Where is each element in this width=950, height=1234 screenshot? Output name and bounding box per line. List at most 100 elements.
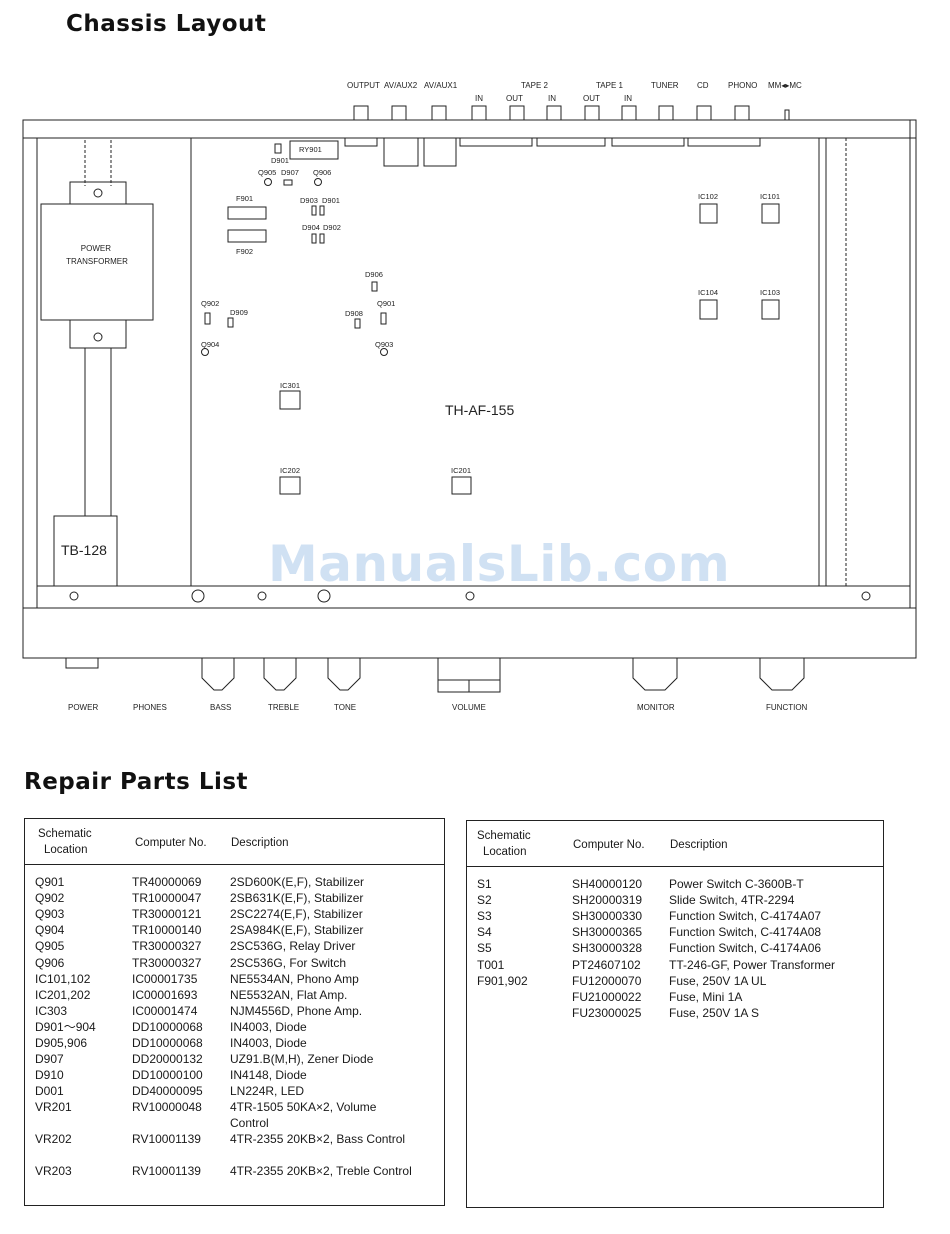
cell-computer-no: SH20000319 xyxy=(572,893,643,908)
cell-computer-no: FU23000025 xyxy=(572,1005,642,1020)
cell-description: 2SB631K(E,F), Stabilizer xyxy=(230,891,364,906)
cell-description: Slide Switch, 4TR-2294 xyxy=(669,893,795,908)
cell-location: IC101,102 xyxy=(35,971,91,986)
component-label: D908 xyxy=(345,309,363,318)
component-label: D909 xyxy=(230,308,248,317)
header-computer-no: Computer No. xyxy=(573,839,645,851)
chassis-layout-title: Chassis Layout xyxy=(66,11,267,37)
cell-location: D001 xyxy=(35,1084,64,1099)
cell-description: Fuse, 250V 1A S xyxy=(669,1005,760,1020)
header-description: Description xyxy=(231,837,289,849)
cell-location: Q901 xyxy=(35,875,65,889)
terminal-block-label: TB-128 xyxy=(61,542,107,558)
cell-computer-no: SH30000328 xyxy=(572,941,643,956)
cell-location: Q904 xyxy=(35,923,65,938)
repair-parts-list-title: Repair Parts List xyxy=(24,769,249,795)
component-label: Q902 xyxy=(201,299,219,308)
component-label: D906 xyxy=(365,270,383,279)
rear-label-tape2-in: IN xyxy=(475,94,483,103)
component-label: Q904 xyxy=(201,340,219,349)
cell-computer-no: DD10000100 xyxy=(132,1068,203,1083)
cell-location: D905,906 xyxy=(35,1036,88,1050)
cell-location: VR203 xyxy=(35,1164,72,1179)
cell-location: IC201,202 xyxy=(35,987,91,1002)
cell-description: 2SC2274(E,F), Stabilizer xyxy=(230,907,363,922)
cell-location: Q903 xyxy=(35,907,65,922)
cell-location: S4 xyxy=(477,925,492,940)
parts-table-right: Schematic Location Computer No. Descript… xyxy=(466,820,884,1208)
cell-location: Q906 xyxy=(35,955,65,970)
component-label: D903 xyxy=(300,196,318,205)
rear-label-av-aux1: AV/AUX1 xyxy=(424,81,458,90)
chassis-diagram: OUTPUT AV/AUX2 AV/AUX1 IN TAPE 2 OUT IN … xyxy=(22,81,917,712)
header-location-1: Schematic xyxy=(477,830,531,842)
cell-description: Function Switch, C-4174A06 xyxy=(669,941,822,956)
component-label: D907 xyxy=(281,168,299,177)
cell-computer-no: RV10000048 xyxy=(132,1100,202,1115)
power-transformer-label: POWER TRANSFORMER xyxy=(66,244,128,266)
cell-location: T001 xyxy=(477,957,505,972)
cell-description: NE5534AN, Phono Amp xyxy=(230,971,359,986)
component-label: IC201 xyxy=(451,466,471,475)
cell-description: Fuse, Mini 1A xyxy=(669,989,743,1004)
cell-description: 2SD600K(E,F), Stabilizer xyxy=(230,875,365,889)
rear-label-tape1-out: OUT xyxy=(583,94,600,103)
cell-description: Power Switch C-3600B-T xyxy=(669,877,804,891)
cell-computer-no: TR30000327 xyxy=(132,939,202,954)
component-label: F901 xyxy=(236,194,253,203)
cell-description: NJM4556D, Phone Amp. xyxy=(230,1003,363,1018)
cell-computer-no: TR30000327 xyxy=(132,955,202,970)
cell-location: VR201 xyxy=(35,1100,72,1115)
cell-description: IN4003, Diode xyxy=(230,1036,307,1050)
component-label: IC104 xyxy=(698,288,718,297)
cell-computer-no: IC00001693 xyxy=(132,987,198,1002)
cell-computer-no: FU21000022 xyxy=(572,989,642,1004)
component-label: Q906 xyxy=(313,168,331,177)
cell-location: VR202 xyxy=(35,1132,72,1147)
cell-computer-no: DD10000068 xyxy=(132,1019,203,1034)
cell-location: S2 xyxy=(477,893,492,908)
component-label: IC103 xyxy=(760,288,780,297)
parts-table-left: Schematic Location Computer No. Descript… xyxy=(24,818,445,1206)
cell-computer-no: DD20000132 xyxy=(132,1052,203,1067)
cell-location: D907 xyxy=(35,1052,64,1067)
component-label: Q901 xyxy=(377,299,395,308)
cell-description: 2SC536G, For Switch xyxy=(230,955,347,970)
cell-description: 4TR-1505 50KA×2, Volume Control xyxy=(230,1100,377,1131)
header-location-1: Schematic xyxy=(38,828,92,840)
front-label-phones: PHONES xyxy=(133,703,167,712)
cell-description: TT-246-GF, Power Transformer xyxy=(669,957,836,972)
cell-computer-no: RV10001139 xyxy=(132,1132,201,1147)
component-label: F902 xyxy=(236,247,253,256)
front-label-volume: VOLUME xyxy=(452,703,486,712)
rear-label-tuner: TUNER xyxy=(651,81,679,90)
cell-computer-no: TR10000140 xyxy=(132,923,202,938)
cell-computer-no: IC00001474 xyxy=(132,1003,198,1018)
cell-location: IC303 xyxy=(35,1003,68,1018)
cell-location: F901,902 xyxy=(477,973,528,988)
cell-location: S5 xyxy=(477,941,492,956)
rear-label-tape1: TAPE 1 xyxy=(596,81,624,90)
cell-location: D901～904 xyxy=(35,1019,96,1034)
cell-location: Q905 xyxy=(35,939,65,954)
rear-label-phono: PHONO xyxy=(728,81,757,90)
cell-computer-no: TR40000069 xyxy=(132,875,202,889)
rear-label-tape2-in-2: IN xyxy=(548,94,556,103)
cell-computer-no: SH30000330 xyxy=(572,909,643,924)
component-label: D901 xyxy=(271,156,289,165)
cell-description: UZ91.B(M,H), Zener Diode xyxy=(230,1052,374,1067)
component-label: IC102 xyxy=(698,192,718,201)
cell-description: IN4148, Diode xyxy=(230,1068,307,1083)
cell-description: 4TR-2355 20KB×2, Bass Control xyxy=(230,1132,406,1147)
front-label-monitor: MONITOR xyxy=(637,703,675,712)
cell-location: S1 xyxy=(477,877,492,891)
component-label: Q903 xyxy=(375,340,393,349)
cell-description: 4TR-2355 20KB×2, Treble Control xyxy=(230,1164,412,1179)
rear-label-tape2: TAPE 2 xyxy=(521,81,549,90)
cell-description: Function Switch, C-4174A07 xyxy=(669,909,822,924)
cell-description: Fuse, 250V 1A UL xyxy=(669,973,767,988)
rear-label-mm-mc: MM◂▸MC xyxy=(768,81,802,90)
cell-location: Q902 xyxy=(35,891,65,906)
front-label-treble: TREBLE xyxy=(268,703,299,712)
cell-description: 2SA984K(E,F), Stabilizer xyxy=(230,923,364,938)
